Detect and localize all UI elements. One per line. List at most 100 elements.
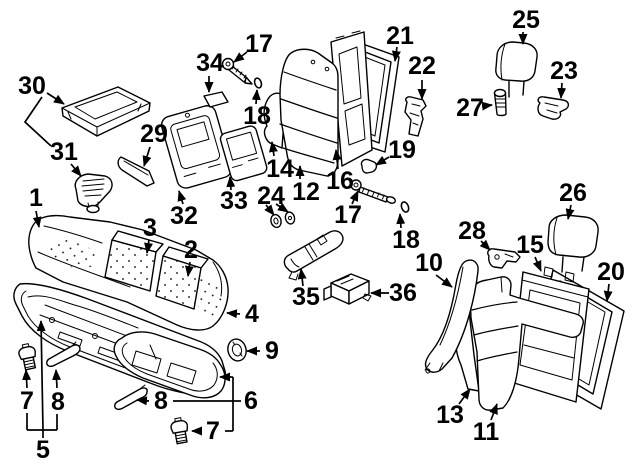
callout-label-27-26: 27 xyxy=(456,94,484,122)
callout-arrow-24-11 xyxy=(264,204,275,216)
part-grommet xyxy=(227,338,247,362)
callout-arrow-3-12 xyxy=(144,239,153,254)
part-bracket-28 xyxy=(487,248,521,269)
callout-label-29-3: 29 xyxy=(140,120,168,148)
part-pass-through-lid xyxy=(74,173,113,214)
callout-arrow-14-9 xyxy=(268,141,278,157)
callout-label-34-4: 34 xyxy=(196,49,224,77)
callout-arrow-20-30 xyxy=(603,283,613,302)
part-back-cover-right xyxy=(469,276,584,411)
callout-label-9-15: 9 xyxy=(265,337,279,365)
callout-arrow-31-2 xyxy=(70,163,82,177)
callout-label-23-25: 23 xyxy=(550,57,578,85)
callout-arrow-17-5 xyxy=(233,51,248,63)
callout-arrow-35-16 xyxy=(297,268,307,287)
callout-label-18-6: 18 xyxy=(243,102,271,130)
part-armrest-body xyxy=(283,230,344,281)
callout-label-3-12: 3 xyxy=(143,214,157,242)
callout-label-24-11: 24 xyxy=(257,182,285,210)
part-trim-strip-upper xyxy=(203,91,229,108)
callout-label-21-22: 21 xyxy=(386,22,414,50)
callout-label-22-23: 22 xyxy=(408,52,436,80)
callout-label-8-35: 8 xyxy=(51,388,65,416)
part-oring-lower xyxy=(400,201,410,213)
callout-label-28-28: 28 xyxy=(458,217,486,245)
callout-label-17-19: 17 xyxy=(334,201,362,229)
callout-arrow-24-11 xyxy=(275,202,289,213)
callout-label-15-29: 15 xyxy=(516,231,544,259)
callout-label-19-21: 19 xyxy=(388,136,416,164)
callout-label-16-18: 16 xyxy=(326,167,354,195)
part-washers xyxy=(270,211,296,229)
part-guide-sleeve xyxy=(537,96,570,120)
callout-label-30-1: 30 xyxy=(18,72,46,100)
callout-label-20-30: 20 xyxy=(597,258,625,286)
callout-arrow-30-1 xyxy=(46,92,65,105)
part-oring-upper xyxy=(253,77,263,89)
callout-line-30-1 xyxy=(23,96,52,147)
callout-arrow-8-35 xyxy=(52,369,62,389)
part-back-cover-left xyxy=(279,48,339,177)
callout-label-35-16: 35 xyxy=(292,283,320,311)
callout-arrow-26-27 xyxy=(565,204,575,220)
part-pin-27 xyxy=(493,88,507,117)
part-lower-tray xyxy=(113,331,226,399)
callout-label-17-5: 17 xyxy=(245,30,273,58)
callout-label-6-38: 6 xyxy=(244,387,258,415)
part-load-floor-tray xyxy=(61,86,151,137)
callout-arrow-27-26 xyxy=(481,101,493,111)
part-bracket-22 xyxy=(404,96,427,137)
callout-arrow-19-21 xyxy=(375,155,390,166)
part-side-bolster xyxy=(424,259,479,374)
callout-arrow-7-34 xyxy=(22,369,32,389)
part-seat-cushion xyxy=(28,214,229,331)
callout-label-13-32: 13 xyxy=(436,401,464,429)
callout-arrow-8-37 xyxy=(136,396,150,406)
parts-layer xyxy=(13,30,625,445)
part-armrest-frame xyxy=(160,105,233,189)
callout-label-36-17: 36 xyxy=(389,279,417,307)
callout-arrow-16-18 xyxy=(332,149,342,170)
callout-arrow-4-14 xyxy=(226,309,241,319)
callout-arrow-23-25 xyxy=(557,82,567,99)
callout-label-8-37: 8 xyxy=(154,387,168,415)
part-screw-lower xyxy=(350,179,397,204)
callout-arrow-11-33 xyxy=(489,403,498,421)
part-trim-strip xyxy=(117,156,155,187)
callout-label-12-10: 12 xyxy=(292,178,320,206)
callout-arrow-33-8 xyxy=(226,176,236,191)
part-latch-frame xyxy=(219,125,268,182)
callout-label-7-39: 7 xyxy=(206,417,220,445)
callout-arrow-18-20 xyxy=(396,213,406,229)
callout-label-5-36: 5 xyxy=(36,436,50,464)
callout-arrow-5-36 xyxy=(36,320,46,431)
callout-arrow-1-0 xyxy=(32,210,42,228)
callout-label-33-8: 33 xyxy=(220,187,248,215)
callout-label-11-33: 11 xyxy=(473,418,500,446)
callout-arrow-2-13 xyxy=(184,261,194,277)
part-clip-19 xyxy=(360,158,378,174)
callout-label-2-13: 2 xyxy=(184,236,198,264)
callout-arrow-32-7 xyxy=(177,190,187,205)
part-rod-rear xyxy=(114,384,148,411)
callout-arrow-18-6 xyxy=(251,89,261,105)
part-headrest-right xyxy=(547,214,599,273)
part-headrest-left xyxy=(495,41,538,98)
callout-arrow-21-22 xyxy=(391,46,401,62)
callout-arrow-13-32 xyxy=(458,388,471,405)
callout-label-25-24: 25 xyxy=(512,6,540,34)
part-control-module xyxy=(323,273,372,305)
callout-label-7-34: 7 xyxy=(20,387,34,415)
callout-label-26-27: 26 xyxy=(559,179,587,207)
callout-label-14-9: 14 xyxy=(266,155,294,183)
callout-arrow-10-31 xyxy=(435,274,453,288)
callout-label-18-20: 18 xyxy=(392,226,420,254)
callout-label-10-31: 10 xyxy=(415,249,443,277)
callout-label-4-14: 4 xyxy=(245,300,259,328)
part-back-pad-left xyxy=(263,92,285,149)
part-rod-front xyxy=(46,341,81,368)
callout-label-32-7: 32 xyxy=(170,202,198,230)
